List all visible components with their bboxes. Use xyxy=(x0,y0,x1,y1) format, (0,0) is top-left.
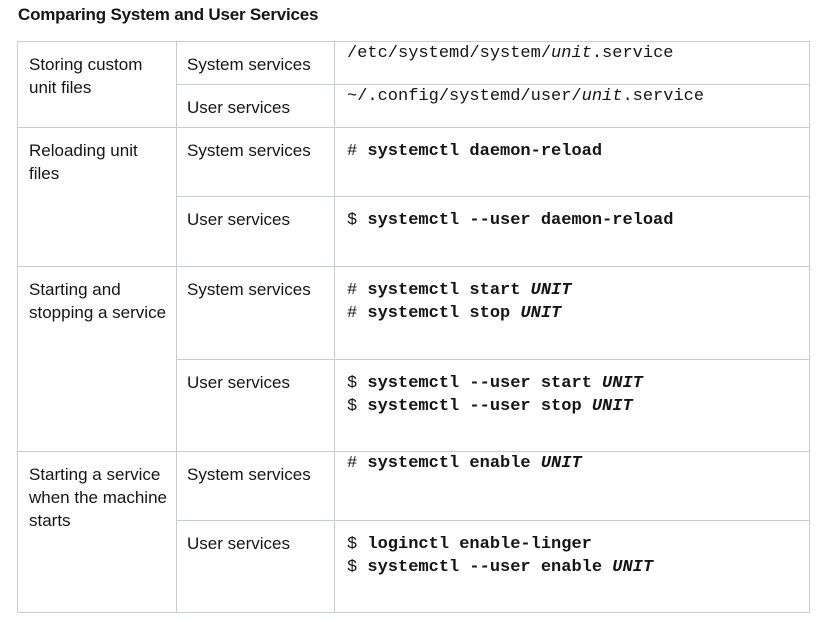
table-row: Starting and stopping a service System s… xyxy=(17,266,810,452)
service-type-cell: User services xyxy=(176,359,335,452)
command-cell: /etc/systemd/system/unit.service xyxy=(334,41,810,85)
service-type-cell: System services xyxy=(176,266,335,360)
command-code: # systemctl start UNIT # systemctl stop … xyxy=(347,281,572,323)
service-type-cell: User services xyxy=(176,196,335,267)
table-row: User services ~/.config/systemd/user/uni… xyxy=(18,84,810,128)
table-row: Starting a service when the machine star… xyxy=(17,451,810,613)
service-type-cell: User services xyxy=(176,84,335,128)
command-code: # systemctl enable UNIT xyxy=(347,454,582,473)
section-title: Comparing System and User Services xyxy=(18,5,319,24)
service-type-cell: System services xyxy=(176,127,335,197)
task-cell: Reloading unit files xyxy=(17,127,177,267)
task-label: Starting a service when the machine star… xyxy=(29,465,167,530)
service-type-label: User services xyxy=(187,98,290,117)
command-cell: $ loginctl enable-linger $ systemctl --u… xyxy=(334,520,810,613)
path-code: /etc/systemd/system/unit.service xyxy=(347,44,674,63)
task-cell: Starting a service when the machine star… xyxy=(17,451,177,613)
service-type-label: System services xyxy=(187,465,311,484)
command-cell: # systemctl start UNIT # systemctl stop … xyxy=(334,266,810,360)
service-type-cell: System services xyxy=(176,41,335,85)
task-label: Starting and stopping a service xyxy=(29,280,167,322)
comparison-table: Storing custom unit files System service… xyxy=(17,41,810,613)
service-type-label: System services xyxy=(187,55,311,74)
table-row: User services $ loginctl enable-linger $… xyxy=(18,520,810,613)
path-code: ~/.config/systemd/user/unit.service xyxy=(347,87,705,106)
service-type-cell: System services xyxy=(176,451,335,521)
service-type-cell: User services xyxy=(176,520,335,613)
command-code: # systemctl daemon-reload xyxy=(347,142,603,161)
command-code: $ loginctl enable-linger $ systemctl --u… xyxy=(347,535,654,577)
command-cell: # systemctl daemon-reload xyxy=(334,127,810,197)
command-cell: # systemctl enable UNIT xyxy=(334,451,810,521)
task-cell: Storing custom unit files xyxy=(17,41,177,128)
task-label: Storing custom unit files xyxy=(29,55,143,97)
command-cell: ~/.config/systemd/user/unit.service xyxy=(334,84,810,128)
command-cell: $ systemctl --user daemon-reload xyxy=(334,196,810,267)
command-code: $ systemctl --user start UNIT $ systemct… xyxy=(347,374,643,416)
table-row: User services $ systemctl --user daemon-… xyxy=(18,196,810,267)
table-row: Storing custom unit files System service… xyxy=(17,41,810,128)
service-type-label: System services xyxy=(187,280,311,299)
service-type-label: User services xyxy=(187,373,290,392)
task-label: Reloading unit files xyxy=(29,141,138,183)
service-type-label: User services xyxy=(187,534,290,553)
command-cell: $ systemctl --user start UNIT $ systemct… xyxy=(334,359,810,452)
command-code: $ systemctl --user daemon-reload xyxy=(347,211,674,230)
task-cell: Starting and stopping a service xyxy=(17,266,177,452)
service-type-label: User services xyxy=(187,210,290,229)
service-type-label: System services xyxy=(187,141,311,160)
table-row: Reloading unit files System services # s… xyxy=(17,127,810,267)
